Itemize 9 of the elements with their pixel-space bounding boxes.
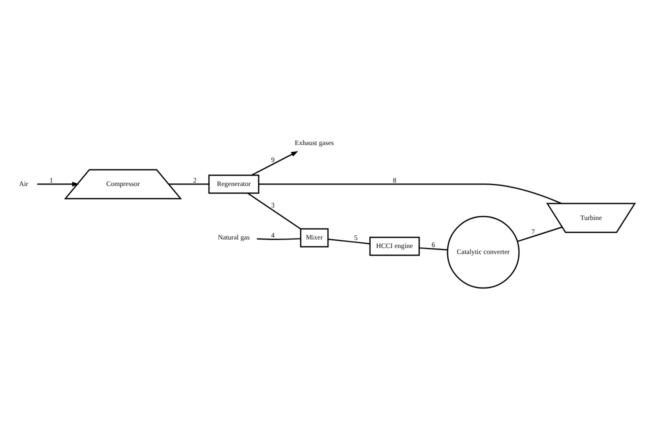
connector [256, 238, 301, 240]
arrow [251, 150, 298, 176]
connector [258, 183, 562, 204]
arrow [37, 181, 80, 186]
connector [247, 192, 301, 229]
connector [328, 238, 370, 244]
connector [168, 183, 209, 184]
connector [419, 246, 448, 250]
connector [517, 226, 562, 242]
